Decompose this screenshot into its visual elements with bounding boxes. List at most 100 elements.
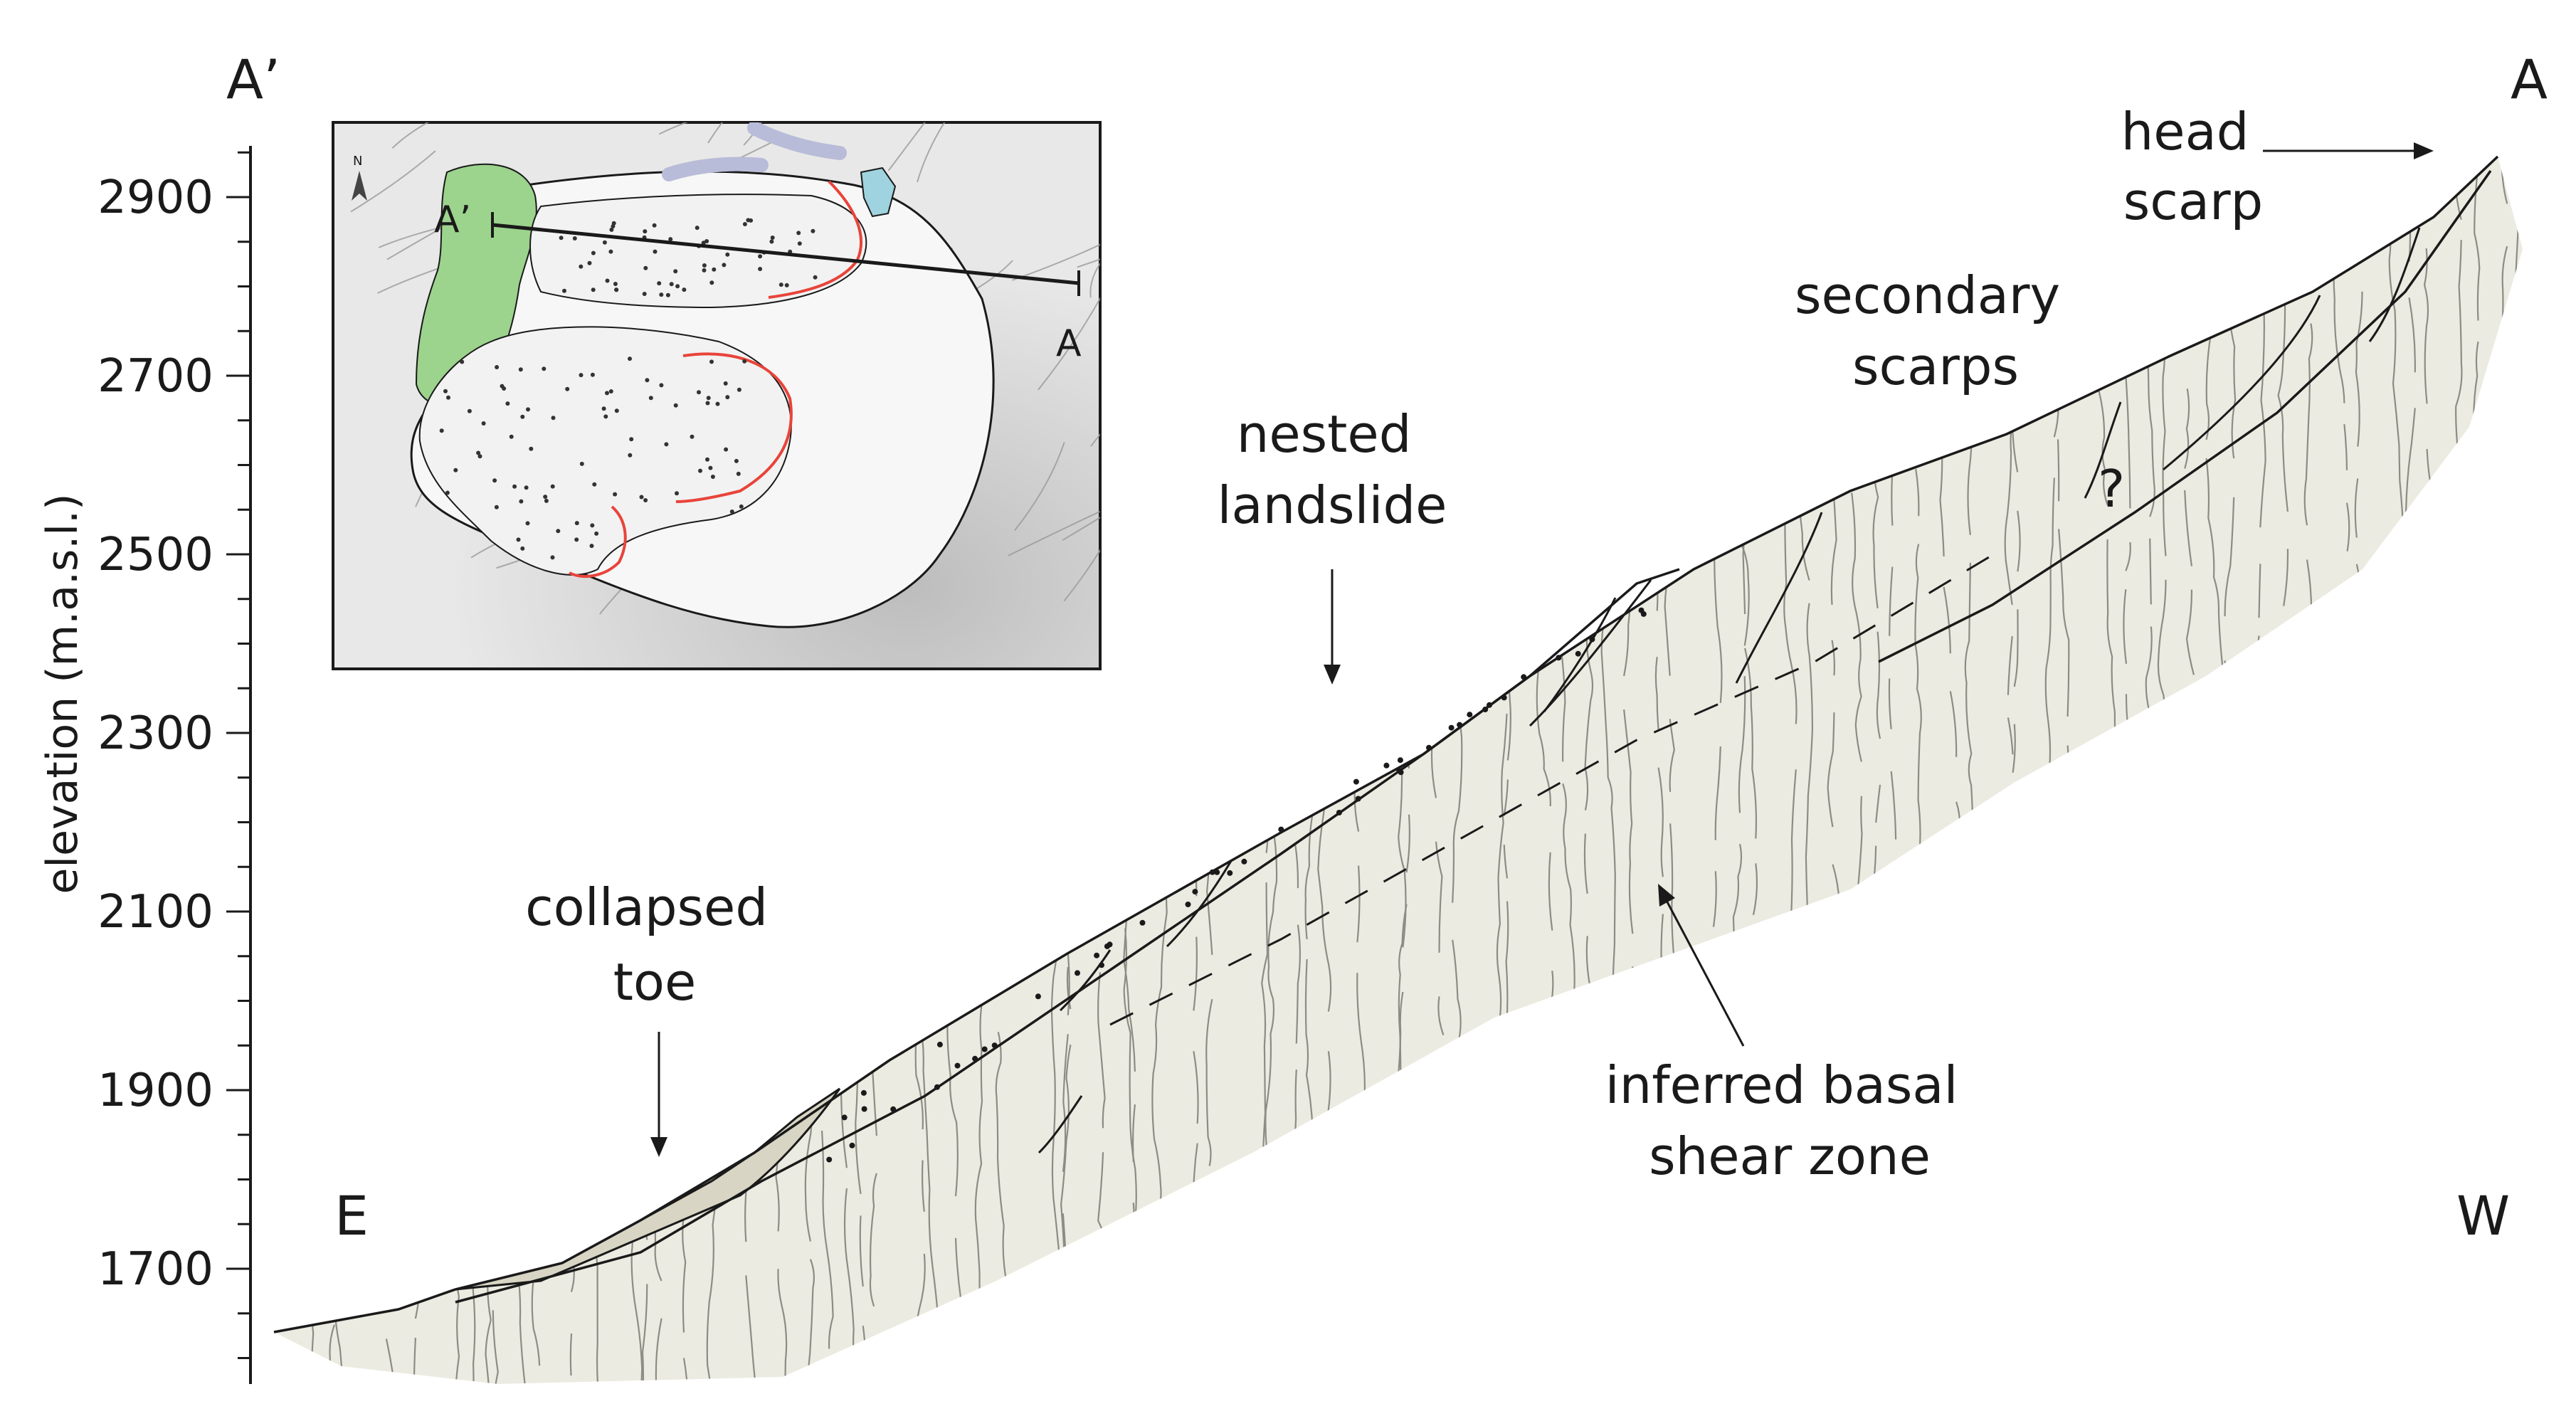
inset-dot [709, 359, 714, 364]
inset-dot [725, 252, 730, 257]
inset-dot [551, 416, 556, 421]
inset-dot [574, 537, 579, 542]
inset-dot [664, 442, 669, 447]
debris-dot [936, 1041, 943, 1047]
debris-dot [934, 1084, 940, 1090]
debris-dot [1104, 943, 1110, 949]
tick-label: 1900 [97, 1065, 213, 1117]
inset-dot [467, 408, 472, 413]
inset-dot [629, 437, 634, 442]
inset-red-scarp-3 [569, 505, 627, 578]
inset-dot [659, 292, 664, 297]
inset-dot [642, 292, 647, 296]
inset-dot [608, 249, 613, 254]
inset-dot [715, 401, 720, 406]
debris-dot [1482, 707, 1489, 712]
inset-dot [608, 389, 613, 394]
nested-landslide-arrowhead [1324, 665, 1341, 685]
debris-dot [890, 1106, 897, 1112]
secondary-scarp-3 [2163, 295, 2321, 471]
inset-dot [565, 386, 570, 391]
main-slip-surface [455, 568, 1680, 1304]
inset-dot [591, 287, 596, 292]
question-mark: ? [2098, 459, 2125, 519]
hillshade-streak [707, 122, 724, 144]
debris-dot [1501, 694, 1507, 701]
debris-dot [1487, 702, 1492, 708]
inset-dot [542, 366, 547, 371]
secondary-scarps-label: secondary scarps [1795, 265, 2076, 396]
inset-dot [544, 498, 549, 503]
secondary-scarp-4 [2368, 227, 2421, 342]
tick-label: 2500 [97, 529, 213, 581]
inset-dot [446, 395, 450, 400]
hillshade-streak [378, 226, 443, 248]
collapsed-toe-label: collapsed toe [525, 877, 784, 1012]
inset-section-line [492, 223, 1080, 285]
inset-dot [746, 218, 751, 223]
hillshade-streak [1089, 262, 1100, 298]
debris-dot [1575, 650, 1581, 657]
east-label: E [334, 1184, 369, 1247]
inset-dot [605, 391, 609, 396]
head-scarp-arrowhead [2414, 142, 2434, 159]
inset-dot [659, 383, 664, 388]
inset-dot [669, 282, 674, 287]
hillshade-streak [1090, 433, 1100, 447]
foliation-line [2158, 147, 2180, 1422]
axis-title: elevation (m.a.s.l.) [38, 493, 88, 894]
inset-dot [648, 396, 653, 401]
inset-dot [543, 495, 548, 500]
inset-dot [706, 396, 711, 401]
inset-end-label: A [1056, 322, 1082, 365]
ground-surface-line [273, 155, 2499, 1333]
foliation-line [2133, 157, 2155, 1384]
foliation-line [1264, 159, 1278, 1426]
inset-dot [778, 282, 783, 287]
inset-map: A’ A N [332, 121, 1102, 670]
inset-dot [769, 239, 774, 244]
hillshade-streak [1077, 258, 1100, 268]
inset-dot [562, 288, 566, 293]
hillshade-streak [1012, 243, 1100, 281]
inset-dot [675, 491, 679, 496]
debris-dot [1457, 722, 1463, 728]
inset-dot [550, 484, 555, 489]
debris-dot [1448, 724, 1455, 731]
debris-dot [861, 1106, 867, 1112]
inset-dot [481, 421, 486, 426]
inset-dot [505, 401, 510, 406]
hillshade-streak [917, 122, 946, 183]
debris-dot [981, 1046, 988, 1052]
debris-dot [1227, 870, 1233, 876]
inset-dot [550, 555, 555, 560]
debris-dot [1589, 636, 1595, 643]
inset-dot [594, 531, 599, 536]
inset-dot [574, 521, 579, 526]
inset-debris-dots [439, 218, 818, 560]
inset-dot [601, 406, 606, 411]
inset-dot [722, 263, 727, 268]
tick-label: 2900 [97, 171, 213, 224]
nested-scarp-3 [1166, 860, 1232, 948]
inset-dot [736, 471, 741, 476]
inset-dot [500, 384, 505, 389]
nested-scarp-5 [1038, 1095, 1083, 1154]
inset-dot [668, 237, 673, 242]
inset-start-label: A’ [434, 199, 471, 241]
basal-shear-zone-label: inferred basal shear zone [1605, 1055, 1975, 1186]
inset-dot [556, 529, 561, 534]
hillshade-streak [743, 122, 762, 146]
inset-dot [587, 260, 592, 265]
inset-dot [614, 287, 619, 292]
inset-north-arrow-icon: N [352, 154, 367, 201]
inset-dot [708, 465, 713, 470]
foliation-line [2042, 150, 2060, 1414]
debris-dot [849, 1142, 855, 1148]
foliation-line [1124, 148, 1147, 1426]
upper-slip-surface [1878, 169, 2492, 663]
foliation-line [1203, 161, 1220, 1384]
inset-dot [698, 468, 702, 473]
nested-landslide-debris [826, 607, 1647, 1163]
